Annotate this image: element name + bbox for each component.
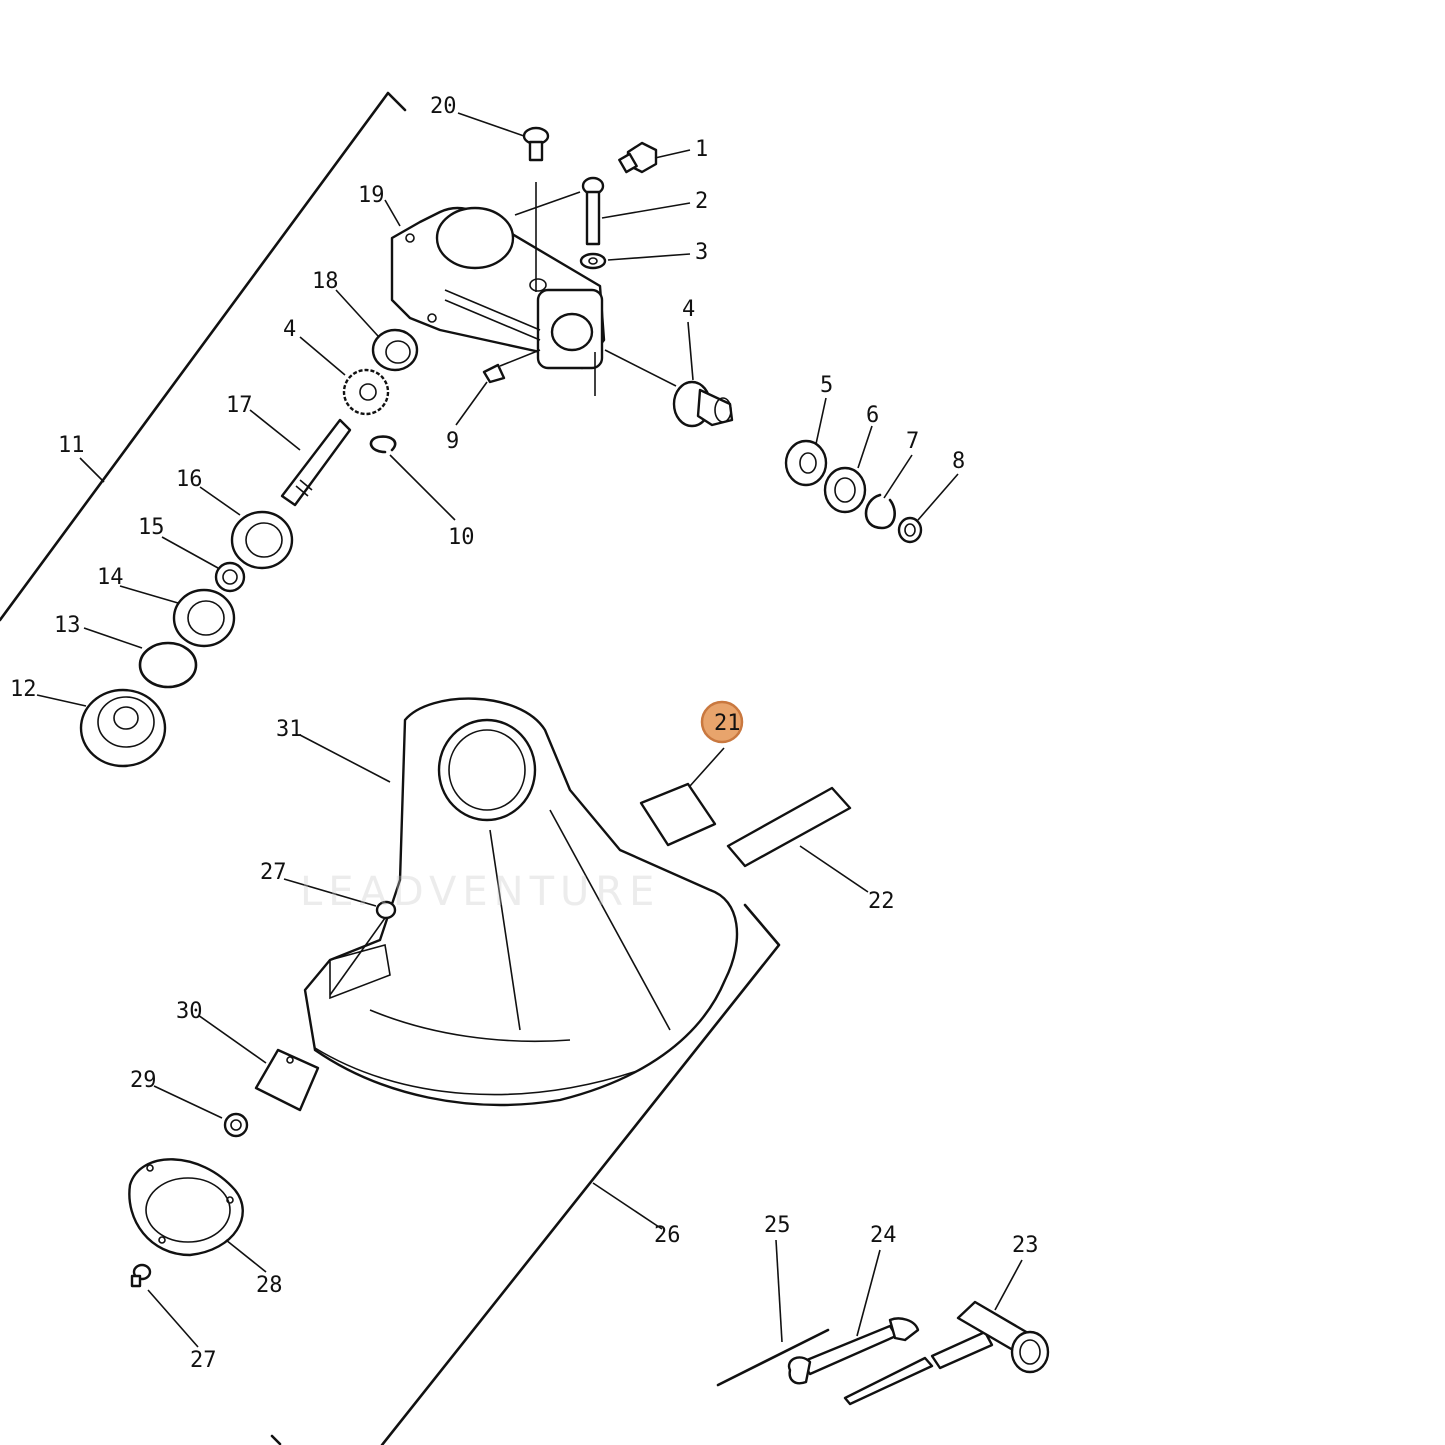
callout-11: 11 [58, 433, 85, 458]
callout-14: 14 [97, 565, 124, 590]
bolt-20 [522, 126, 550, 162]
gear-4-input [342, 368, 390, 416]
callout-23: 23 [1012, 1233, 1039, 1258]
bolt-27-lower [130, 1263, 152, 1288]
callout-labels: 20 1 19 2 3 18 4 4 9 17 11 5 6 7 8 16 10… [10, 94, 1039, 1373]
box-wrench-23 [930, 1300, 1050, 1374]
watermark-text: LEADVENTURE [300, 869, 660, 915]
shaft-17 [280, 418, 352, 507]
callout-17: 17 [226, 393, 253, 418]
callout-20: 20 [430, 94, 457, 119]
callout-6: 6 [866, 403, 879, 428]
ring-13 [138, 641, 198, 689]
callout-3: 3 [695, 240, 708, 265]
washer-8 [897, 516, 923, 544]
bolt-27-upper [375, 900, 397, 920]
guard-31 [303, 697, 739, 1107]
cap-12 [79, 688, 167, 768]
bracket-26 [270, 903, 781, 1445]
callout-24: 24 [870, 1223, 897, 1248]
highlight-marker [700, 700, 744, 744]
plug-1 [618, 141, 658, 174]
callout-28: 28 [256, 1273, 283, 1298]
callout-10: 10 [448, 525, 475, 550]
nut-29 [223, 1112, 249, 1138]
callout-21: 21 [714, 711, 741, 736]
callout-2: 2 [695, 189, 708, 214]
callout-27-lower: 27 [190, 1348, 217, 1373]
cover-30 [254, 1048, 320, 1112]
bracket-11 [0, 91, 407, 622]
bearing-16 [230, 510, 294, 570]
gearcase-housing [390, 206, 606, 370]
callout-22: 22 [868, 889, 895, 914]
circlip-7 [864, 493, 896, 530]
callout-18: 18 [312, 269, 339, 294]
callout-1: 1 [695, 137, 708, 162]
label-21 [639, 782, 717, 847]
plate-28 [128, 1158, 244, 1257]
callout-25: 25 [764, 1213, 791, 1238]
callout-15: 15 [138, 515, 165, 540]
label-22 [726, 786, 852, 868]
bearing-5 [784, 439, 828, 487]
callout-8: 8 [952, 449, 965, 474]
callout-13: 13 [54, 613, 81, 638]
callout-31: 31 [276, 717, 303, 742]
key-9 [482, 363, 506, 384]
callout-4-left: 4 [283, 317, 296, 342]
callout-27-upper: 27 [260, 860, 287, 885]
callout-7: 7 [906, 429, 919, 454]
callout-30: 30 [176, 999, 203, 1024]
wrench-24 [787, 1317, 934, 1406]
callout-12: 12 [10, 677, 37, 702]
callout-9: 9 [446, 429, 459, 454]
bearing-18 [371, 328, 419, 372]
bolt-2 [581, 176, 605, 246]
circlip-10 [369, 435, 397, 454]
callout-4-right: 4 [682, 297, 695, 322]
collar-15 [214, 561, 246, 593]
seal-14 [172, 588, 236, 648]
callout-26: 26 [654, 1223, 681, 1248]
leader-lines [36, 112, 1023, 1348]
callout-19: 19 [358, 183, 385, 208]
bearing-6 [823, 466, 867, 514]
callout-29: 29 [130, 1068, 157, 1093]
rod-25 [716, 1328, 830, 1387]
callout-16: 16 [176, 467, 203, 492]
callout-5: 5 [820, 373, 833, 398]
gear-4-output [672, 380, 734, 428]
washer-3 [579, 252, 607, 270]
